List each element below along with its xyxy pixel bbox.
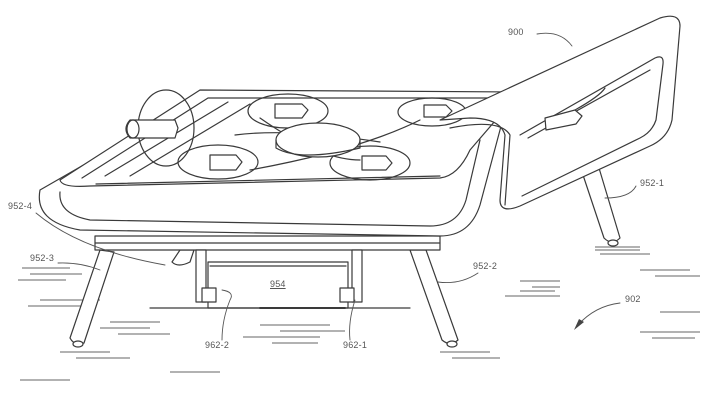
side-rotor [125,89,195,167]
leader-lines [35,32,637,341]
leg-952-2 [409,249,459,348]
label-952-4: 952-4 [8,201,33,211]
label-900: 900 [508,27,524,37]
leg-952-3 [69,249,115,348]
base-frame [94,235,441,251]
drone [177,93,467,181]
label-952-2: 952-2 [473,261,498,271]
charging-arm-900 [439,15,681,210]
label-902: 902 [625,294,641,304]
label-962-2: 962-2 [205,340,230,350]
label-954: 954 [270,279,286,289]
ground-hatching [18,246,700,381]
label-962-1: 962-1 [343,340,368,350]
leg-952-4 [171,249,195,266]
label-952-3: 952-3 [30,253,55,263]
battery-box-954 [149,249,411,309]
label-952-1: 952-1 [640,178,665,188]
